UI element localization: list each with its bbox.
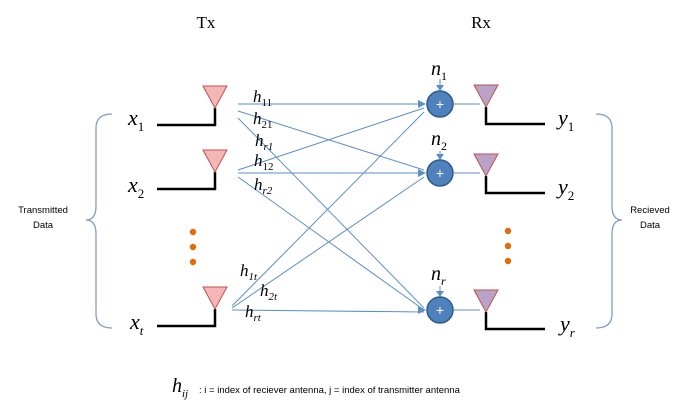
channel-labels: h11 h21 hr1 h12 hr2 h1t h2t hrt [240, 87, 278, 324]
adder-2-symbol: + [436, 165, 444, 181]
channel-line-t-1 [231, 111, 425, 307]
tx-ellipsis-dot [189, 243, 197, 251]
output-y2: y2 [556, 174, 574, 203]
rx-antennas [473, 84, 499, 314]
channel-line-t-2 [231, 176, 425, 309]
tx-header: Tx [197, 13, 216, 32]
ellipsis-dots [189, 227, 512, 266]
rx-feed-lines [484, 107, 545, 331]
output-yr: yr [558, 311, 576, 340]
channel-h11: h11 [253, 87, 272, 109]
channel-line-2-r [237, 176, 425, 311]
adder-outputs [454, 103, 480, 311]
channel-hrt: hrt [245, 302, 262, 324]
right-brace [595, 113, 623, 329]
left-brace [85, 113, 113, 329]
rx-header: Rx [471, 13, 491, 32]
noise-n2: n2 [431, 128, 447, 153]
received-label-line2: Data [640, 220, 661, 231]
transmitted-label-line2: Data [33, 220, 54, 231]
input-labels: x1 x2 xt [127, 105, 144, 338]
legend-text: : i = index of reciever antenna, j = ind… [199, 385, 461, 396]
rx-ellipsis-dot [504, 227, 512, 235]
input-x1: x1 [127, 105, 144, 134]
side-labels: Transmitted Data Recieved Data [18, 205, 670, 231]
rx-antenna-2 [473, 153, 499, 178]
legend-symbol: hij [172, 375, 188, 400]
adder-1-symbol: + [436, 96, 444, 112]
tx-ellipsis-dot [189, 258, 197, 266]
legend: hij : i = index of reciever antenna, j =… [172, 375, 461, 400]
channel-h12: h12 [254, 151, 274, 173]
channel-h21: h21 [253, 109, 273, 131]
tx-antenna-t [202, 286, 228, 311]
adder-2: + [426, 159, 454, 187]
channel-line-2-1 [237, 107, 425, 171]
output-labels: y1 y2 yr [556, 105, 576, 340]
tx-antenna-1 [202, 85, 228, 110]
input-x2: x2 [127, 172, 144, 201]
channel-hr1: hr1 [255, 131, 273, 153]
received-label-line1: Recieved [630, 205, 670, 216]
tx-antenna-2 [202, 149, 228, 174]
channel-hr2: hr2 [254, 175, 273, 197]
noise-labels: n1 n2 nr [431, 58, 447, 288]
noise-nr: nr [431, 263, 446, 288]
channel-lines [231, 103, 425, 313]
noise-n1: n1 [431, 58, 447, 83]
adder-1: + [426, 90, 454, 118]
rx-ellipsis-dot [504, 242, 512, 250]
adders: + + + [426, 90, 454, 324]
rx-antenna-1 [473, 84, 499, 109]
channel-line-1-r [237, 117, 425, 309]
adder-r: + [426, 296, 454, 324]
adder-r-symbol: + [436, 302, 444, 318]
transmitted-label-line1: Transmitted [18, 205, 68, 216]
tx-feed-lines [157, 108, 217, 328]
input-xt: xt [129, 309, 144, 338]
channel-h2t: h2t [260, 281, 278, 303]
tx-ellipsis-dot [189, 228, 197, 236]
channel-h1t: h1t [240, 261, 258, 283]
channel-line-t-r [231, 309, 425, 313]
tx-antennas [202, 85, 228, 311]
channel-arrowheads [418, 100, 426, 314]
output-y1: y1 [556, 105, 574, 134]
rx-ellipsis-dot [504, 257, 512, 265]
channel-line-1-2 [237, 110, 425, 171]
rx-antenna-r [473, 289, 499, 314]
